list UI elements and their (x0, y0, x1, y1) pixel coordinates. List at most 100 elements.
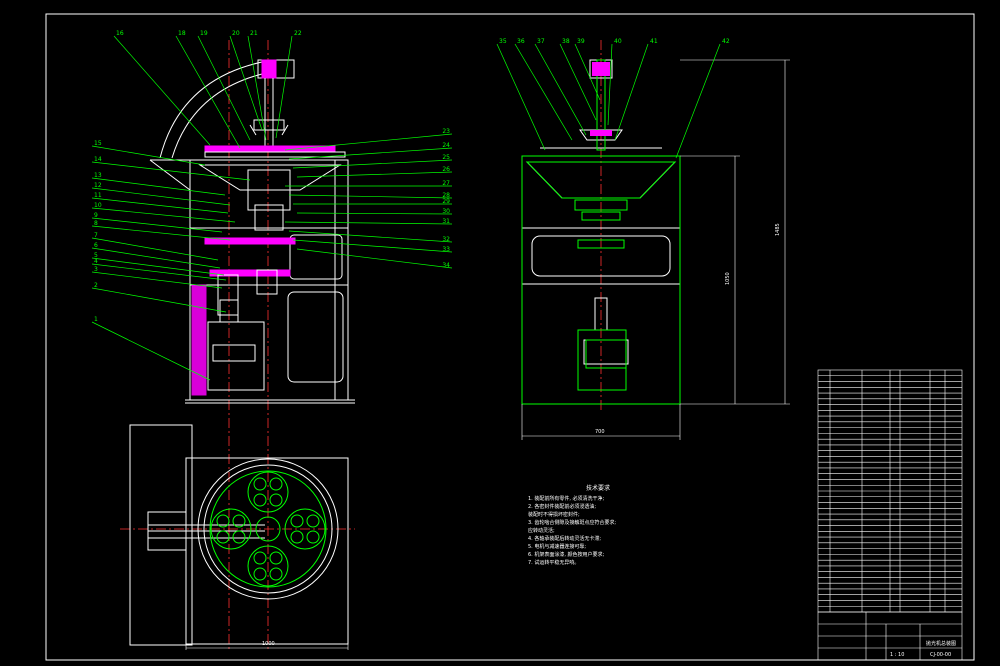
leader-line-7 (91, 237, 219, 261)
part-label-41: 41 (650, 38, 658, 45)
leader-line-34 (296, 248, 453, 269)
leader-line-40 (607, 43, 613, 126)
leader-line-15 (91, 145, 206, 166)
leader-line-42 (675, 43, 721, 159)
part-label-15: 15 (94, 140, 102, 147)
dim-overall-height: 1485 (775, 223, 781, 236)
part-label-24: 24 (442, 142, 450, 149)
part-label-21: 21 (250, 30, 258, 37)
part-label-35: 35 (499, 38, 507, 45)
part-label-19: 19 (200, 30, 208, 37)
part-label-2: 2 (94, 282, 98, 289)
leader-line-22 (275, 35, 293, 139)
part-label-33: 33 (442, 246, 450, 253)
leader-line-4 (91, 263, 227, 281)
leader-line-9 (91, 217, 223, 233)
part-label-18: 18 (178, 30, 186, 37)
leader-line-20 (229, 35, 263, 131)
leader-line-41 (614, 43, 649, 141)
leader-line-30 (296, 212, 453, 215)
leader-line-11 (91, 197, 229, 214)
part-label-14: 14 (94, 156, 102, 163)
leader-line-37 (534, 43, 587, 136)
note-item: 1. 装配前所有零件, 必须清洗干净; (528, 495, 605, 502)
part-label-3: 3 (94, 266, 98, 273)
leader-line-16 (113, 35, 211, 146)
leader-line-28 (288, 194, 453, 199)
part-label-9: 9 (94, 212, 98, 219)
leader-line-14 (91, 161, 251, 181)
part-label-30: 30 (442, 208, 450, 215)
leader-line-35 (496, 43, 546, 151)
leader-line-13 (91, 177, 226, 196)
part-label-34: 34 (442, 262, 450, 269)
note-item: 7. 试运转平稳无异响。 (528, 559, 579, 566)
part-label-12: 12 (94, 182, 102, 189)
leader-line-23 (284, 133, 453, 151)
part-label-1: 1 (94, 316, 98, 323)
part-label-5: 5 (94, 252, 98, 259)
part-label-22: 22 (294, 30, 302, 37)
dimension-lines (185, 59, 790, 650)
centerlines (120, 40, 602, 650)
part-label-25: 25 (442, 154, 450, 161)
leader-lines (91, 35, 721, 381)
dimension-texts: 1485 1050 700 1000 (262, 223, 781, 647)
dim-cabinet-height: 1050 (725, 272, 731, 285)
leader-line-10 (91, 207, 236, 223)
front-view (149, 59, 355, 404)
leader-line-24 (288, 147, 453, 160)
part-label-26: 26 (442, 166, 450, 173)
leader-line-5 (91, 257, 225, 276)
title-block (817, 611, 963, 661)
top-view (129, 424, 349, 646)
leader-line-25 (292, 159, 453, 169)
note-item: 应转动灵活; (528, 527, 555, 534)
leader-line-12 (91, 187, 231, 206)
title-block-name: 抛光机总装图 (926, 640, 956, 647)
leader-line-36 (514, 43, 573, 141)
leader-line-8 (91, 225, 231, 241)
part-label-32: 32 (442, 236, 450, 243)
part-label-16: 16 (116, 30, 124, 37)
part-label-11: 11 (94, 192, 102, 199)
part-label-13: 13 (94, 172, 102, 179)
part-label-38: 38 (562, 38, 570, 45)
leader-line-2 (91, 287, 227, 313)
part-label-29: 29 (442, 198, 450, 205)
part-label-40: 40 (614, 38, 622, 45)
side-view-magenta (590, 62, 612, 136)
leader-line-21 (247, 35, 267, 141)
side-view-green-detail (521, 59, 681, 405)
title-block-scale: 1 : 10 (890, 652, 904, 658)
note-item: 4. 各轴承装配后转动灵活无卡滞; (528, 535, 601, 542)
part-label-8: 8 (94, 220, 98, 227)
drawing-border (45, 13, 975, 661)
leader-line-18 (175, 35, 241, 149)
leader-line-39 (574, 43, 601, 101)
note-item: 装配时不得损坏密封件; (528, 511, 580, 518)
part-label-36: 36 (517, 38, 525, 45)
note-item: 5. 电机与减速器连接可靠; (528, 543, 586, 550)
leader-line-38 (559, 43, 597, 121)
leader-line-33 (292, 239, 453, 253)
part-label-7: 7 (94, 232, 98, 239)
dim-width-front: 700 (595, 429, 605, 435)
leader-line-32 (288, 230, 453, 243)
part-label-4: 4 (94, 258, 98, 265)
part-label-42: 42 (722, 38, 730, 45)
leader-line-19 (197, 35, 251, 141)
part-label-20: 20 (232, 30, 240, 37)
leader-line-31 (284, 221, 453, 225)
part-label-10: 10 (94, 202, 102, 209)
leader-line-1 (91, 321, 211, 381)
title-block-code: CJ-00-00 (930, 652, 951, 658)
part-label-23: 23 (442, 128, 450, 135)
leader-line-26 (296, 171, 453, 178)
technical-notes: 技术要求 1. 装配前所有零件, 必须清洗干净;2. 各密封件装配前必须浸透油;… (528, 484, 616, 566)
notes-title: 技术要求 (586, 484, 610, 492)
parts-list-table (817, 369, 963, 613)
part-label-37: 37 (537, 38, 545, 45)
